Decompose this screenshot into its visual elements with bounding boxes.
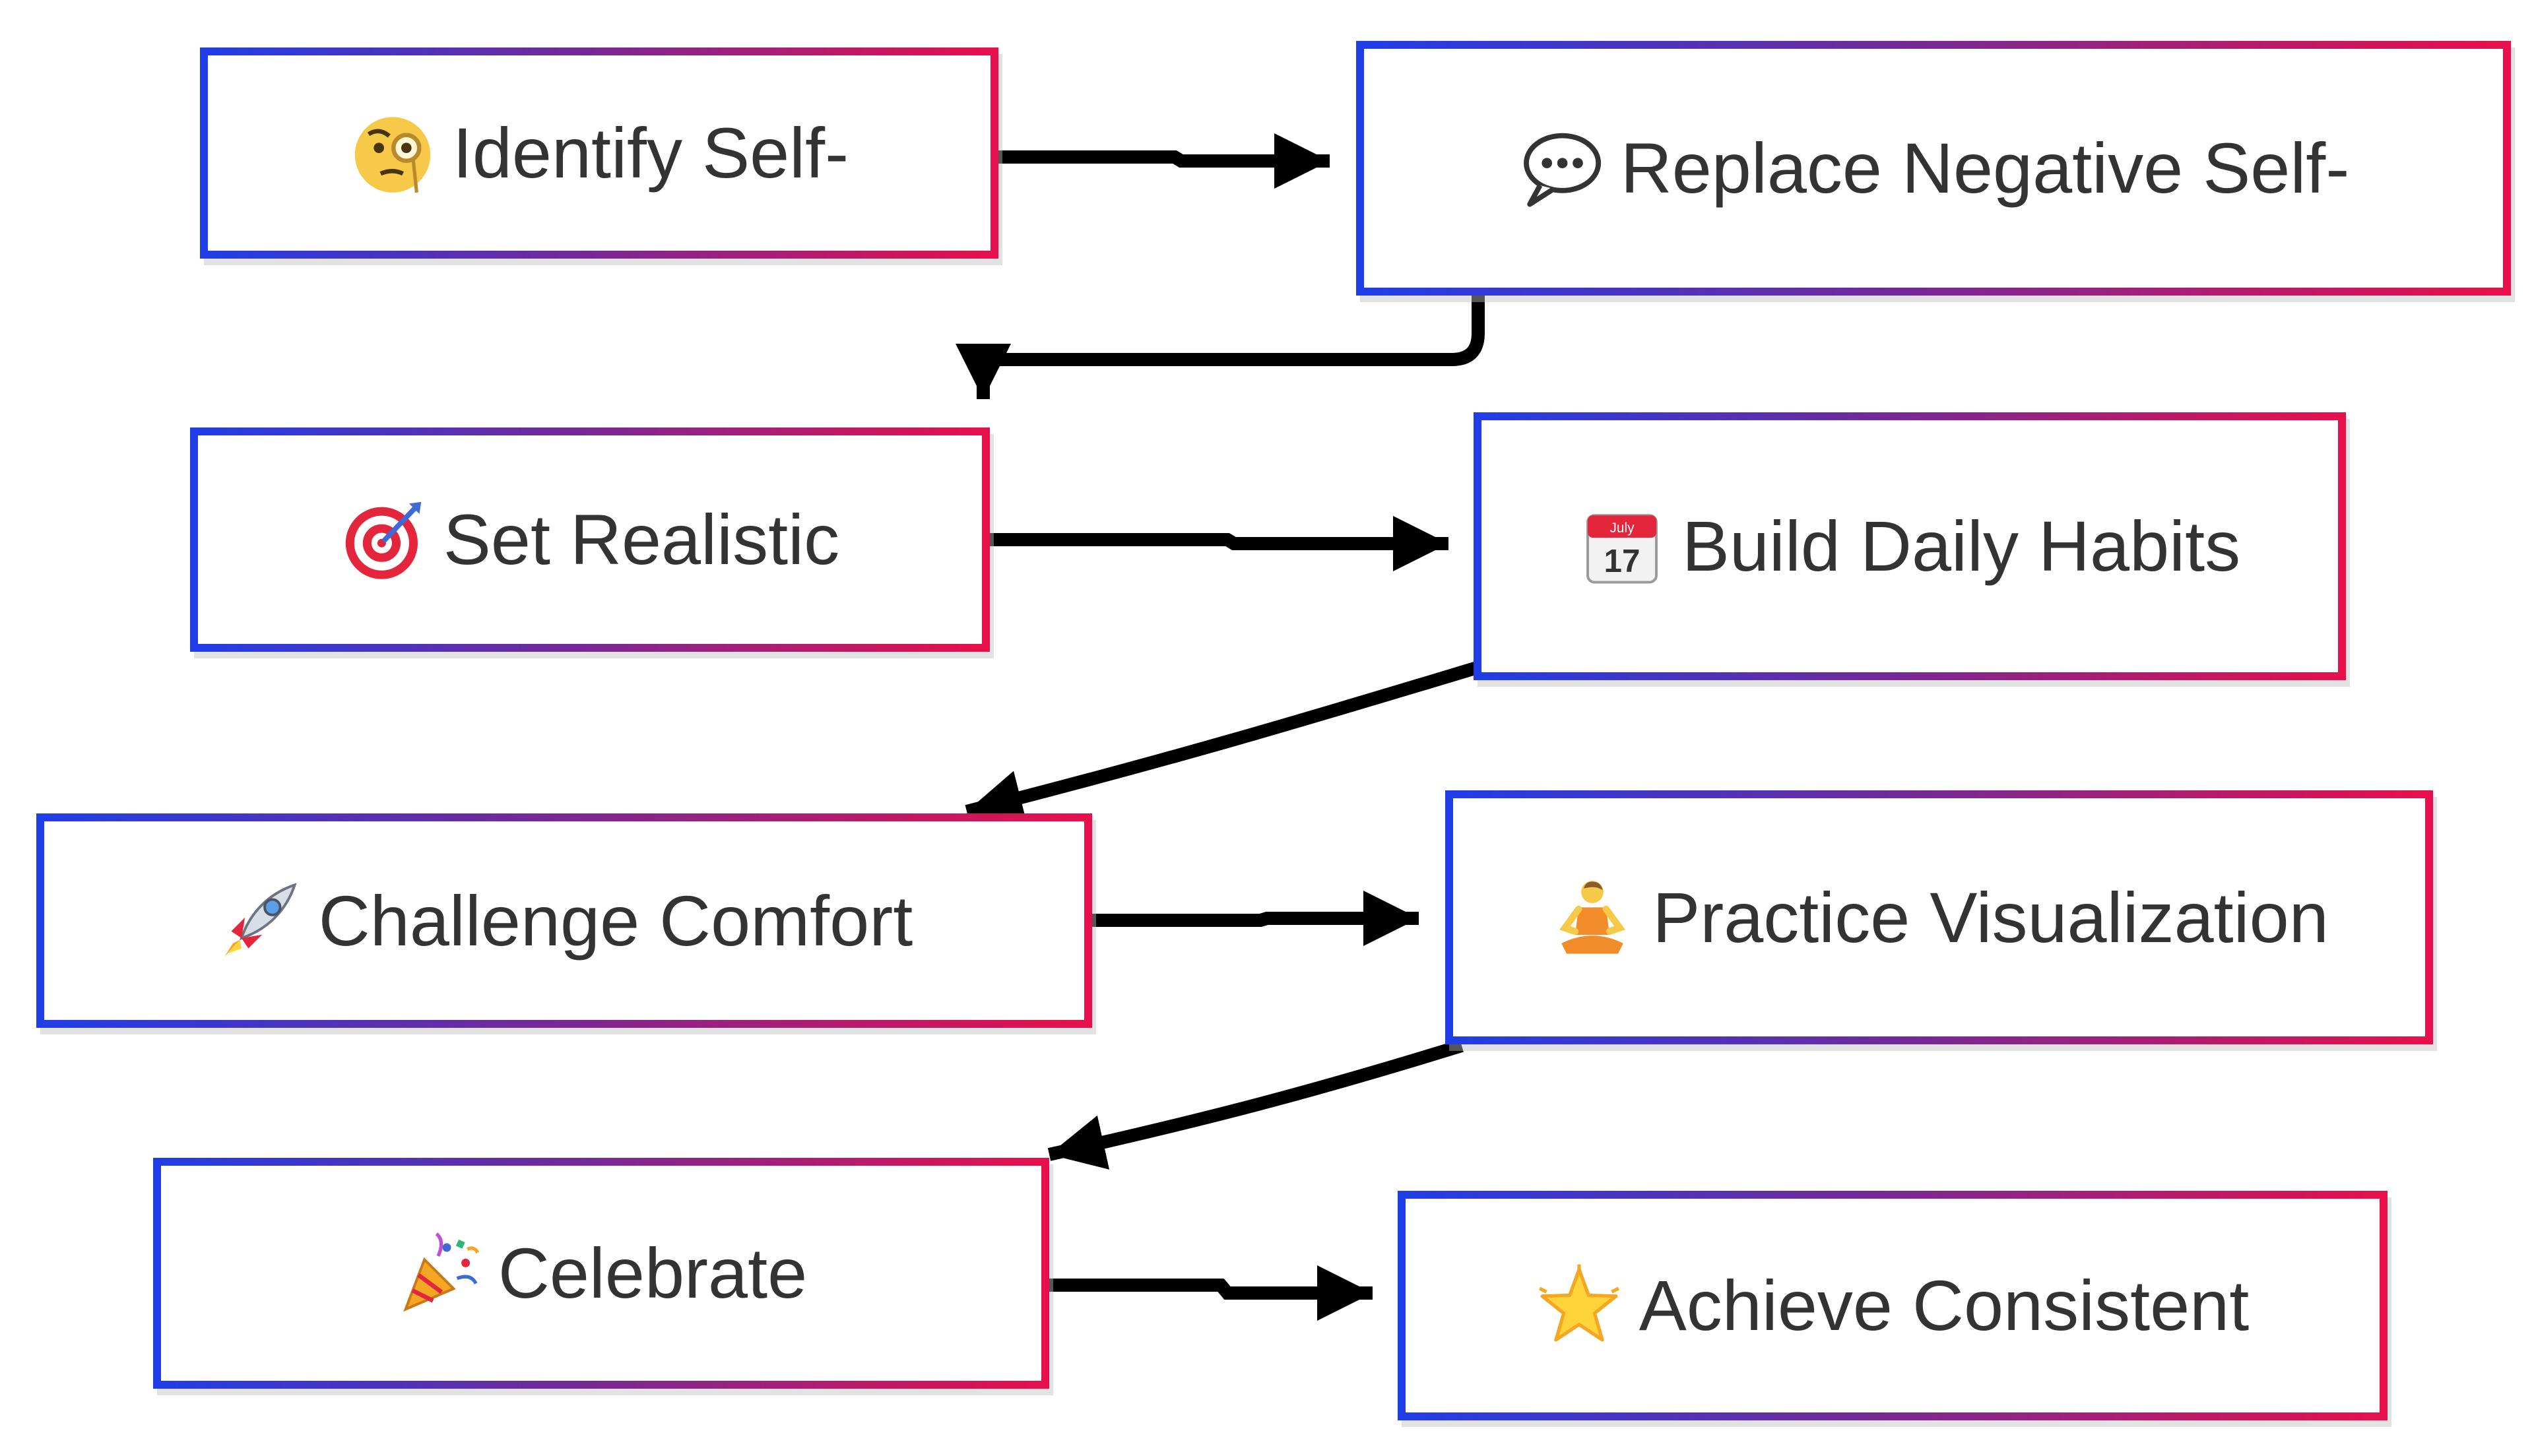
node-set: Set Realistic bbox=[190, 427, 990, 652]
speech-bubble-icon bbox=[1518, 125, 1604, 211]
node-label: Build Daily Habits bbox=[1681, 506, 2241, 586]
node-label: Practice Visualization bbox=[1652, 877, 2329, 957]
edge-challenge-to-practice bbox=[1089, 891, 1419, 946]
edge-build-to-challenge bbox=[965, 660, 1483, 825]
person-meditating-icon bbox=[1549, 875, 1635, 961]
calendar-icon: July 17 bbox=[1579, 503, 1665, 589]
node-practice: Practice Visualization bbox=[1445, 790, 2433, 1044]
edge-celebrate-to-achieve bbox=[1049, 1265, 1373, 1321]
node-identify: Identify Self- bbox=[200, 47, 998, 259]
edge-replace-to-set bbox=[956, 296, 1485, 399]
node-achieve: Achieve Consistent bbox=[1398, 1191, 2388, 1420]
rocket-icon bbox=[216, 878, 302, 964]
svg-text:17: 17 bbox=[1604, 543, 1640, 579]
node-replace: Replace Negative Self- bbox=[1356, 41, 2511, 296]
svg-text:July: July bbox=[1609, 521, 1635, 536]
node-label: Replace Negative Self- bbox=[1620, 128, 2350, 208]
bullseye-target-icon bbox=[341, 497, 426, 583]
party-popper-icon bbox=[395, 1230, 481, 1316]
node-label: Challenge Comfort bbox=[318, 880, 913, 961]
node-build: July 17 Build Daily Habits bbox=[1474, 412, 2346, 680]
node-label: Celebrate bbox=[498, 1233, 808, 1313]
glowing-star-icon bbox=[1536, 1263, 1622, 1348]
edge-practice-to-celebrate bbox=[1047, 1039, 1464, 1170]
node-challenge: Challenge Comfort bbox=[36, 813, 1092, 1028]
edge-identify-to-replace bbox=[996, 133, 1330, 189]
node-label: Achieve Consistent bbox=[1639, 1265, 2250, 1345]
node-label: Set Realistic bbox=[443, 499, 840, 579]
node-label: Identify Self- bbox=[452, 113, 849, 193]
edge-set-to-build bbox=[987, 516, 1448, 571]
node-celebrate: Celebrate bbox=[153, 1158, 1049, 1389]
face-with-monocle-icon bbox=[350, 110, 436, 196]
